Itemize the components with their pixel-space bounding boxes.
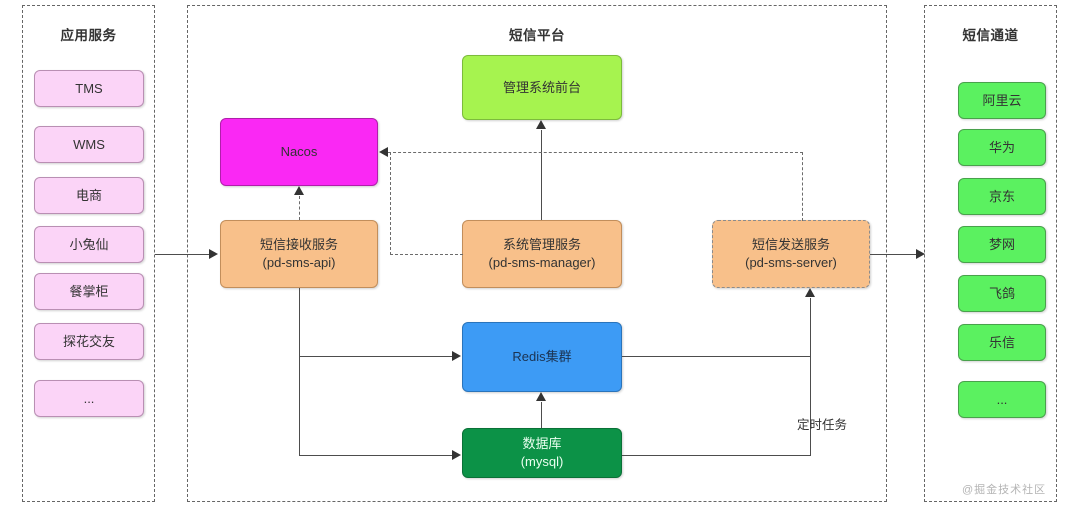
sms-channel-more[interactable]: ... xyxy=(958,381,1046,418)
app-service-wms[interactable]: WMS xyxy=(34,126,144,163)
edge-database-to-redis xyxy=(541,402,543,428)
panel-title-application-services: 应用服务 xyxy=(60,28,117,43)
node-system-manager-service[interactable]: 系统管理服务 (pd-sms-manager) xyxy=(462,220,622,288)
node-database-label: 数据库 xyxy=(522,436,562,452)
node-sms-send-service[interactable]: 短信发送服务 (pd-sms-server) xyxy=(712,220,870,288)
node-sms-receive-service-label: 短信接收服务 xyxy=(259,237,338,253)
sms-channel-huawei-label: 华为 xyxy=(988,139,1015,155)
app-service-tms-label: TMS xyxy=(75,80,103,96)
edge-receive-service-down-trunk xyxy=(299,288,301,456)
app-service-wms-label: WMS xyxy=(73,136,105,152)
panel-sms-platform: 短信平台 xyxy=(187,5,887,502)
sms-channel-feige[interactable]: 飞鸽 xyxy=(958,275,1046,312)
node-sms-send-service-sub: (pd-sms-server) xyxy=(745,255,837,270)
edge-send-service-to-channels xyxy=(870,254,920,256)
sms-channel-jingdong[interactable]: 京东 xyxy=(958,178,1046,215)
app-service-canzhanggui[interactable]: 餐掌柜 xyxy=(34,273,144,310)
arrow-receive-service-to-nacos xyxy=(294,186,304,195)
node-sms-receive-service-sub: (pd-sms-api) xyxy=(262,255,336,270)
arrow-manager-to-frontend xyxy=(536,120,546,129)
watermark: @掘金技术社区 xyxy=(962,484,1047,496)
arrow-database-to-redis xyxy=(536,392,546,401)
node-system-manager-service-label: 系统管理服务 xyxy=(502,237,581,253)
edge-receive-service-to-redis xyxy=(299,356,453,358)
node-management-frontend-label: 管理系统前台 xyxy=(502,79,581,95)
app-service-ecommerce[interactable]: 电商 xyxy=(34,177,144,214)
edge-manager-to-nacos-segment-bottom xyxy=(390,254,463,255)
edge-receive-service-to-nacos xyxy=(299,196,300,220)
node-nacos-label: Nacos xyxy=(280,144,318,160)
sms-channel-more-label: ... xyxy=(996,391,1008,407)
node-database[interactable]: 数据库 (mysql) xyxy=(462,428,622,478)
edge-receive-service-to-database xyxy=(299,455,453,457)
node-redis-cluster[interactable]: Redis集群 xyxy=(462,322,622,392)
edge-send-service-to-nacos-horizontal xyxy=(388,152,803,153)
edge-label-scheduled-task: 定时任务 xyxy=(797,418,848,432)
arrow-apps-to-receive-service xyxy=(209,249,218,259)
edge-database-to-scheduled-trunk xyxy=(622,455,811,457)
edge-manager-to-nacos-segment-vertical xyxy=(390,152,391,255)
sms-channel-huawei[interactable]: 华为 xyxy=(958,129,1046,166)
sms-channel-aliyun[interactable]: 阿里云 xyxy=(958,82,1046,119)
arrow-receive-service-to-database xyxy=(452,450,461,460)
arrow-receive-service-to-redis xyxy=(452,351,461,361)
edge-redis-to-scheduled-trunk xyxy=(622,356,811,358)
sms-channel-mengwang[interactable]: 梦网 xyxy=(958,226,1046,263)
edge-manager-to-frontend xyxy=(541,130,543,220)
arrow-send-service-to-channels xyxy=(916,249,925,259)
node-management-frontend[interactable]: 管理系统前台 xyxy=(462,55,622,120)
node-sms-receive-service[interactable]: 短信接收服务 (pd-sms-api) xyxy=(220,220,378,288)
app-service-more-label: ... xyxy=(83,390,95,406)
panel-title-sms-channels: 短信通道 xyxy=(962,28,1019,43)
panel-application-services: 应用服务 xyxy=(22,5,155,502)
app-service-tanhuajiaoyou-label: 探花交友 xyxy=(62,333,115,349)
panel-title-sms-platform: 短信平台 xyxy=(509,28,565,43)
node-redis-cluster-label: Redis集群 xyxy=(512,349,572,365)
sms-channel-feige-label: 飞鸽 xyxy=(988,285,1015,301)
app-service-canzhanggui-label: 餐掌柜 xyxy=(69,283,109,299)
arrow-scheduled-task-to-send-service xyxy=(805,288,815,297)
app-service-xiaotuxian[interactable]: 小兔仙 xyxy=(34,226,144,263)
app-service-xiaotuxian-label: 小兔仙 xyxy=(69,236,109,252)
arrow-to-nacos xyxy=(379,147,388,157)
sms-channel-lexin-label: 乐信 xyxy=(988,334,1015,350)
app-service-tms[interactable]: TMS xyxy=(34,70,144,107)
app-service-tanhuajiaoyou[interactable]: 探花交友 xyxy=(34,323,144,360)
node-system-manager-service-sub: (pd-sms-manager) xyxy=(488,255,596,270)
edge-apps-to-receive-service xyxy=(155,254,211,256)
app-service-more[interactable]: ... xyxy=(34,380,144,417)
app-service-ecommerce-label: 电商 xyxy=(75,187,102,203)
node-database-sub: (mysql) xyxy=(520,454,564,469)
sms-channel-jingdong-label: 京东 xyxy=(988,188,1015,204)
node-nacos[interactable]: Nacos xyxy=(220,118,378,186)
edge-scheduled-task-vertical xyxy=(810,298,812,456)
sms-channel-aliyun-label: 阿里云 xyxy=(982,92,1022,108)
edge-send-service-to-nacos-vertical xyxy=(802,152,803,221)
sms-channel-lexin[interactable]: 乐信 xyxy=(958,324,1046,361)
node-sms-send-service-label: 短信发送服务 xyxy=(751,237,830,253)
sms-channel-mengwang-label: 梦网 xyxy=(988,236,1015,252)
